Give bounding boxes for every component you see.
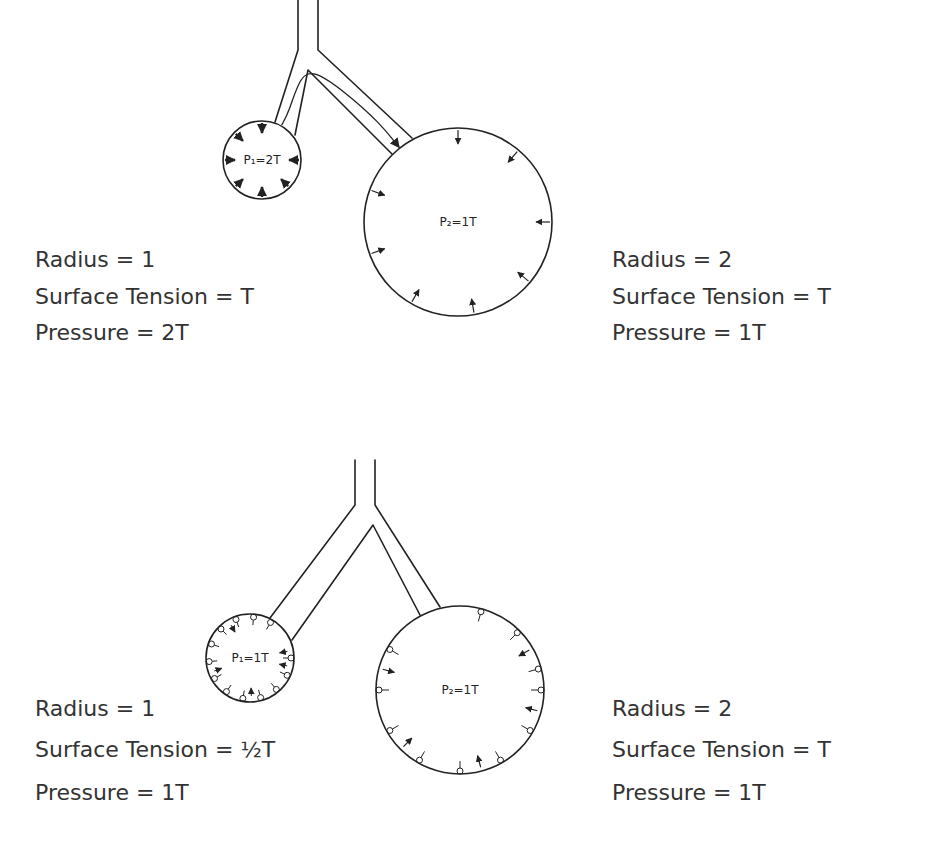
pressure-arrow — [403, 738, 411, 746]
property-label: Surface Tension = T — [612, 737, 831, 762]
pressure-arrow — [372, 191, 385, 196]
airway-wall — [292, 525, 420, 640]
property-label: Surface Tension = T — [35, 284, 254, 309]
surfactant-head — [457, 768, 463, 774]
pressure-arrow — [457, 130, 458, 144]
property-label: Radius = 2 — [612, 696, 732, 721]
surfactant-tail — [392, 726, 398, 730]
property-label: Radius = 1 — [35, 696, 155, 721]
surfactant-tail — [267, 625, 270, 629]
surfactant-tail — [228, 685, 231, 689]
alveolus-circle: P₁=1T — [205, 613, 295, 703]
surfactant-tail — [531, 690, 538, 691]
pressure-arrow — [383, 669, 395, 672]
pressure-arrow — [412, 290, 419, 302]
surfactant-tail — [214, 645, 219, 647]
pressure-arrow — [251, 688, 252, 696]
surfactant-tail — [212, 660, 217, 661]
alveolus-circle: P₂=1T — [363, 127, 553, 317]
pressure-arrow — [261, 123, 264, 133]
airway-wall — [270, 460, 355, 618]
property-label: Surface Tension = T — [612, 284, 831, 309]
pressure-arrow — [236, 179, 243, 186]
surfactant-tail — [529, 670, 536, 672]
pressure-arrow — [281, 179, 288, 186]
pressure-arrow — [231, 625, 235, 632]
surfactant-tail — [521, 726, 527, 730]
airway-wall — [275, 0, 298, 122]
property-label: Pressure = 2T — [35, 320, 189, 345]
property-label: Pressure = 1T — [35, 780, 189, 805]
alveolus-circle: P₂=1T — [375, 605, 545, 775]
alveolus-wall — [223, 121, 301, 199]
airway-wall — [295, 70, 392, 154]
pressure-value: P₁=2T — [243, 153, 280, 167]
property-label: Radius = 1 — [35, 247, 155, 272]
pressure-arrow — [478, 756, 481, 768]
alveolus-circle: P₁=2T — [222, 120, 302, 200]
pressure-arrow — [280, 651, 288, 652]
pressure-arrow — [214, 668, 222, 671]
surfactant-tail — [283, 658, 288, 659]
pressure-arrow — [508, 152, 517, 163]
surfactant-tail — [223, 631, 227, 635]
pressure-arrow — [526, 708, 538, 711]
property-label: Pressure = 1T — [612, 780, 766, 805]
surfactant-head — [288, 655, 294, 661]
surfactant-tail — [252, 620, 253, 625]
surfactant-tail — [217, 675, 221, 678]
pressure-arrow — [536, 221, 550, 222]
airway-wall — [318, 0, 412, 138]
surfactant-tail — [280, 672, 285, 674]
pressure-arrow — [279, 664, 287, 666]
surfactant-tail — [271, 683, 274, 687]
surfactant-tail — [392, 651, 398, 655]
pressure-value: P₁=1T — [231, 651, 268, 665]
property-label: Radius = 2 — [612, 247, 732, 272]
pressure-arrow — [372, 249, 385, 254]
surfactant-head — [376, 687, 382, 693]
surfactant-tail — [496, 751, 500, 757]
surfactant-head — [538, 687, 544, 693]
surfactant-tail — [510, 635, 515, 640]
pressure-arrow — [289, 159, 299, 162]
pressure-arrow — [261, 187, 264, 197]
pressure-arrow — [519, 650, 529, 656]
property-label: Surface Tension = ½T — [35, 737, 275, 762]
pressure-value: P₂=1T — [441, 683, 478, 697]
airflow-arrow — [282, 74, 400, 148]
pressure-arrow — [472, 299, 474, 313]
surfactant-tail — [460, 761, 461, 768]
alveolus-wall — [376, 606, 544, 774]
property-label: Pressure = 1T — [612, 320, 766, 345]
pressure-arrow — [225, 159, 235, 162]
surfactant-tail — [259, 690, 260, 695]
pressure-value: P₂=1T — [439, 215, 476, 229]
surfactant-tail — [382, 690, 389, 691]
surfactant-tail — [421, 751, 425, 757]
pressure-arrow — [518, 272, 529, 281]
alveolus-wall — [364, 128, 552, 316]
surfactant-tail — [243, 690, 245, 695]
airway-wall — [375, 460, 440, 607]
alveolus-wall — [206, 614, 294, 702]
pressure-arrow — [236, 134, 243, 141]
surfactant-tail — [478, 615, 480, 622]
surfactant-tail — [237, 622, 239, 627]
